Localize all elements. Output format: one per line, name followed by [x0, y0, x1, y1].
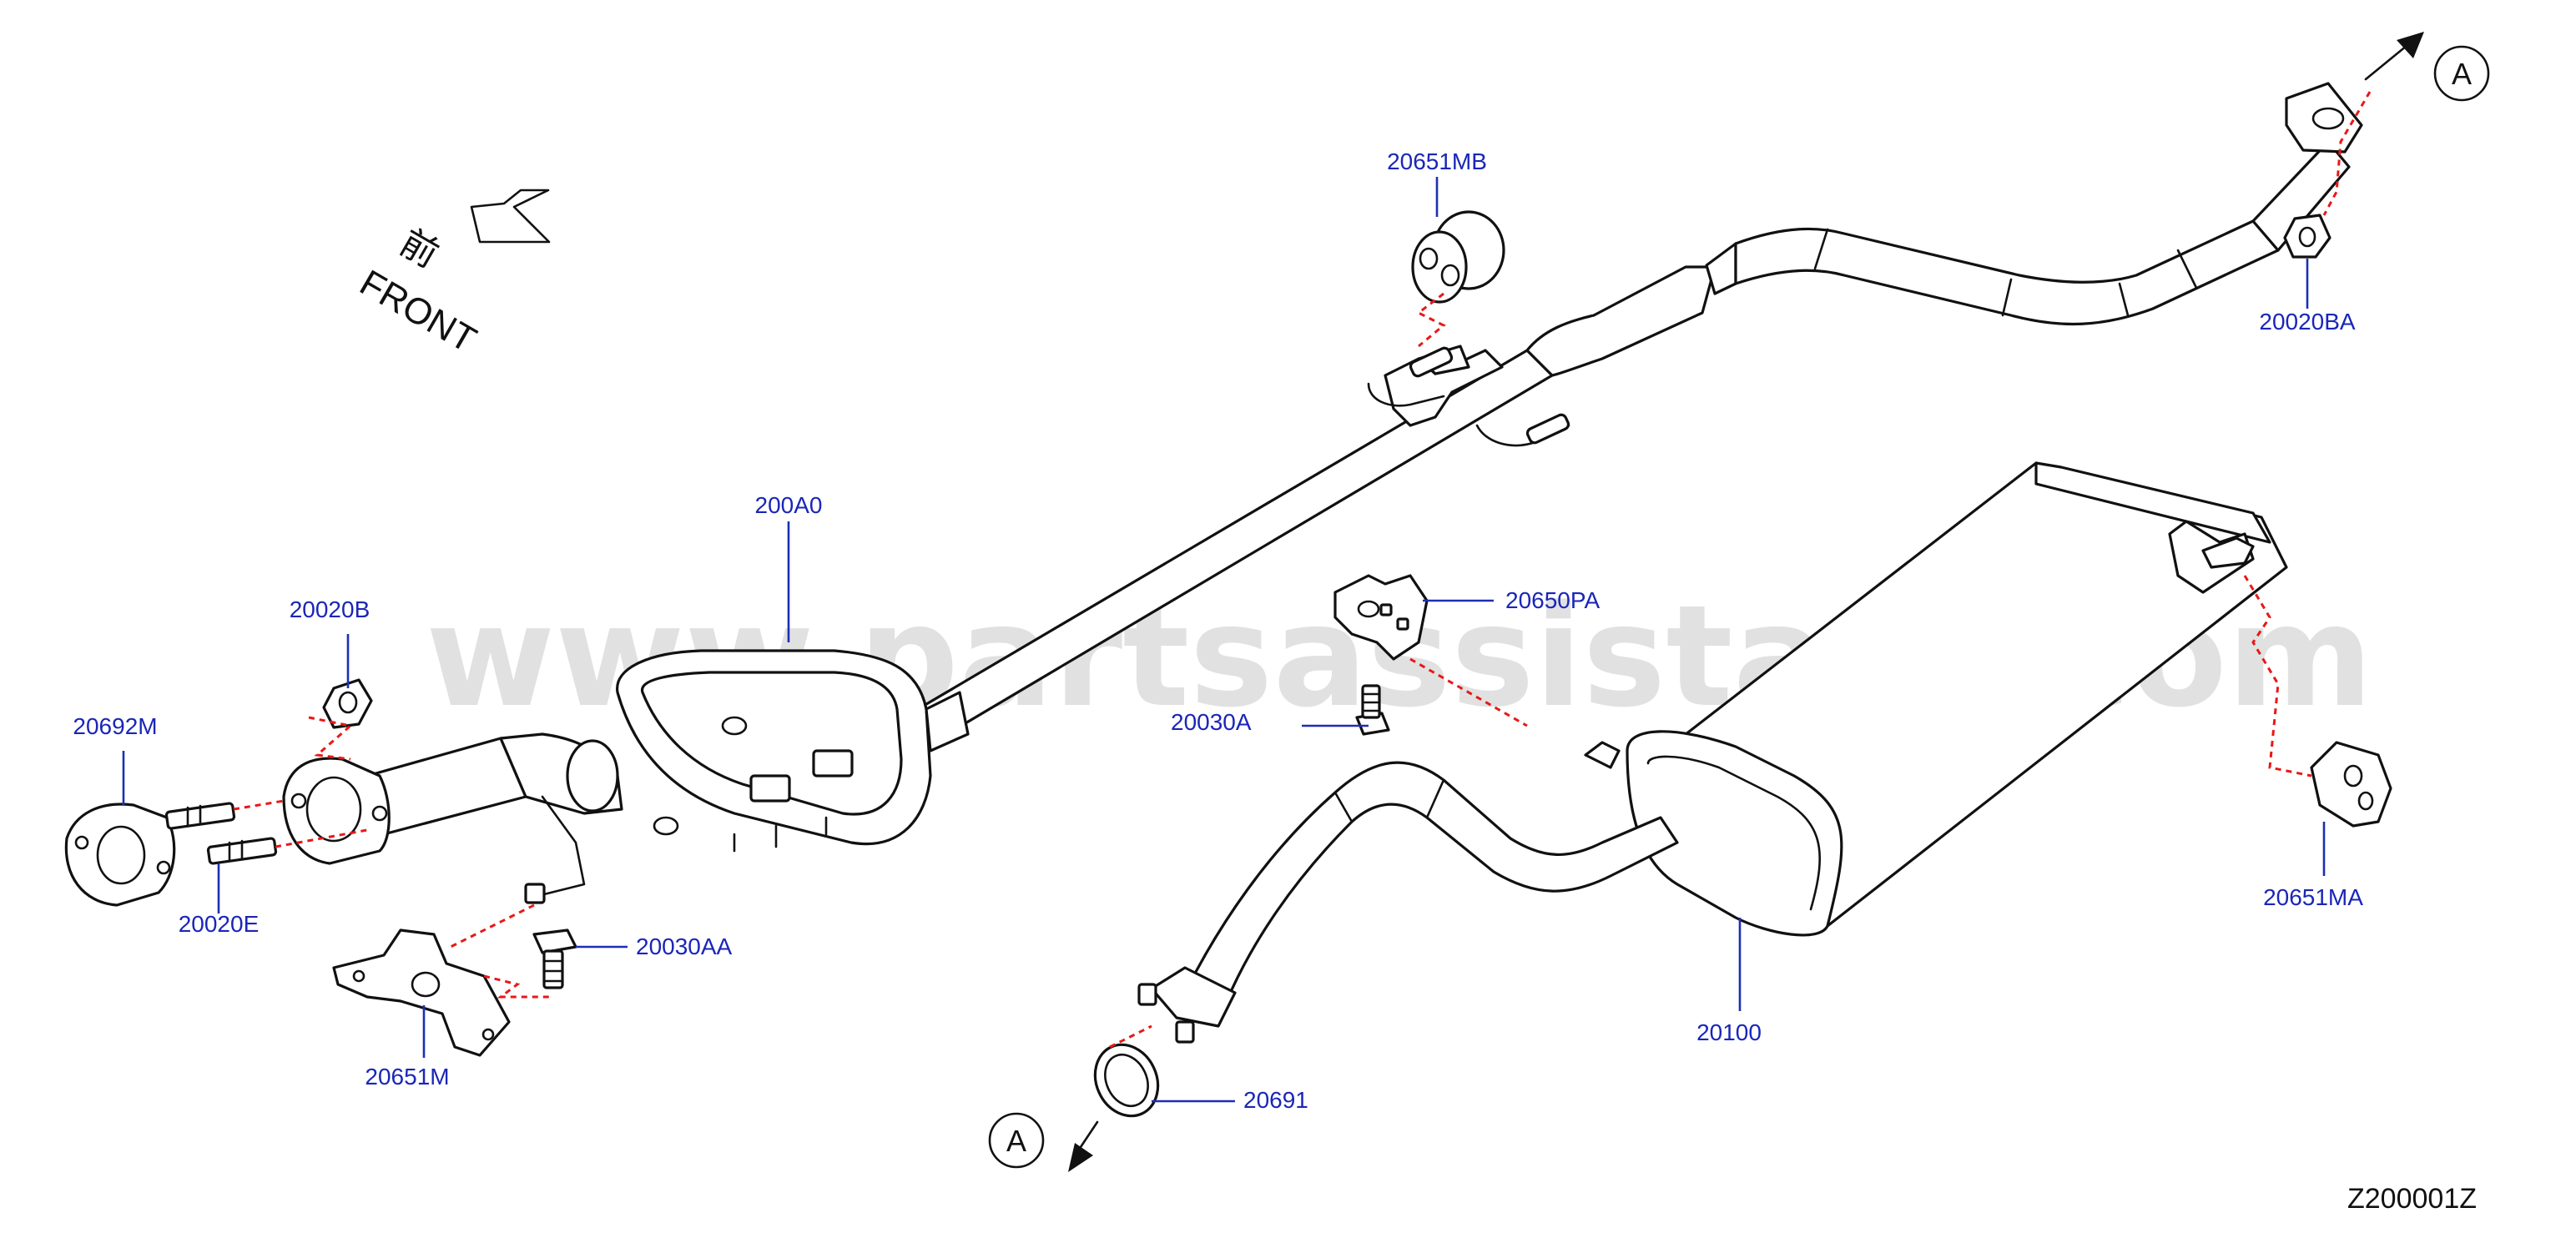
label-20650PA: 20650PA: [1505, 587, 1600, 613]
arrow-down-left-icon: [1068, 1143, 1093, 1172]
label-20651MA: 20651MA: [2263, 884, 2363, 910]
catalytic-converter: [616, 649, 970, 853]
label-200A0: 200A0: [755, 492, 823, 518]
hanger-rubber-20651MA: [2310, 741, 2392, 828]
front-arrow-icon: [470, 189, 551, 244]
arrow-up-right-icon: [2397, 32, 2424, 58]
bracket-20650PA: [1333, 574, 1429, 661]
bolt-20030A: [1355, 684, 1390, 736]
diagram-code: Z200001Z: [2347, 1183, 2477, 1215]
hanger-rubber-20651MB: [1411, 210, 1505, 304]
bolt-20030AA: [532, 929, 577, 989]
label-20691: 20691: [1243, 1087, 1308, 1113]
assembly-lines: [233, 91, 2372, 1049]
label-20020B: 20020B: [290, 596, 371, 622]
part-labels: 200A0 20651MB 20020BA 20020B 20692M 2002…: [73, 148, 2363, 1113]
label-20651MB: 20651MB: [1387, 148, 1487, 174]
label-20692M: 20692M: [73, 713, 157, 739]
label-20030A: 20030A: [1171, 709, 1252, 735]
label-20030AA: 20030AA: [636, 934, 733, 959]
gasket-20691: [1093, 1043, 1160, 1118]
pipe-hanger-bracket: [1367, 345, 1570, 447]
studs-20020E: [164, 802, 278, 865]
label-20020E: 20020E: [179, 911, 260, 937]
leader-lines: [122, 177, 2326, 1103]
reference-marker-top: A: [2364, 32, 2490, 102]
reference-marker-bottom-label: A: [1006, 1124, 1026, 1158]
label-20020BA: 20020BA: [2259, 309, 2356, 335]
label-20651M: 20651M: [365, 1064, 449, 1090]
center-pipe: [916, 82, 2363, 736]
nut-20020B: [322, 678, 373, 729]
nut-20020BA: [2283, 214, 2332, 259]
label-20100: 20100: [1696, 1019, 1762, 1045]
reference-marker-top-label: A: [2452, 57, 2472, 91]
front-pipe: [282, 732, 623, 904]
reference-marker-bottom: A: [988, 1112, 1099, 1172]
front-direction-indicator: 前 FRONT: [353, 189, 551, 360]
bracket-20651M: [332, 929, 511, 1057]
front-label: FRONT: [353, 262, 483, 360]
gasket-20692M: [64, 803, 176, 907]
muffler-20100: [1137, 461, 2288, 1044]
front-kanji: 前: [393, 222, 446, 275]
